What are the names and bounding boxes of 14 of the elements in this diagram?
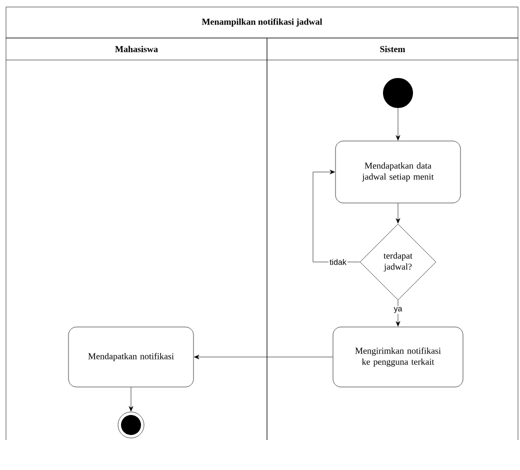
edge-label: ya: [392, 306, 404, 314]
start-node: [383, 78, 413, 108]
arrow: [128, 387, 134, 412]
action-box: Mendapatkan notifikasi: [68, 326, 194, 388]
edge-label: tidak: [328, 258, 348, 266]
action-box: Mendapatkan data jadwal setiap menit: [335, 140, 461, 204]
arrow: [396, 108, 400, 140]
title-cell: Menampilkan notifikasi jadwal: [6, 6, 518, 38]
arrow: [396, 203, 400, 224]
end-node: [118, 412, 144, 438]
arrow: [396, 300, 400, 326]
action-box: Mengirimkan notifikasi ke pengguna terkait: [332, 326, 464, 388]
arrow: [194, 354, 333, 360]
arrow: [312, 170, 360, 262]
